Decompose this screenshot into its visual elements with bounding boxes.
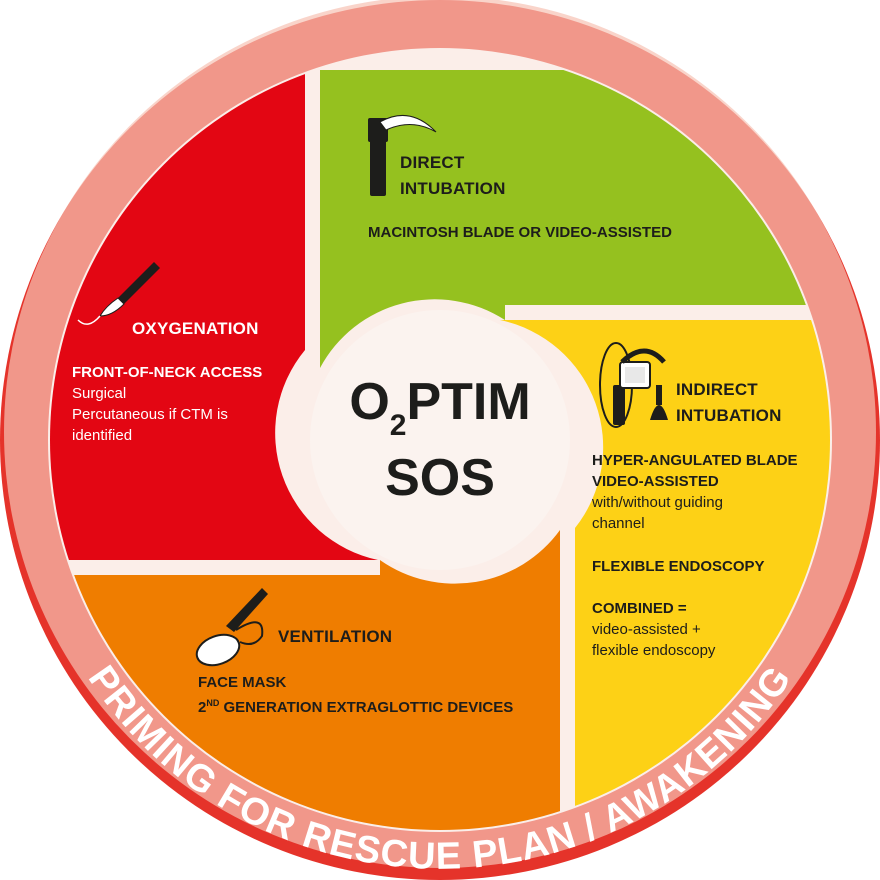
center-ptim: PTIM xyxy=(406,373,531,431)
center-title-line2: SOS xyxy=(385,449,495,507)
extraglottic-prefix: 2 xyxy=(198,699,207,716)
scalpel-icon xyxy=(77,262,160,325)
video-laryngoscope-icon xyxy=(599,342,668,428)
guiding-label-2: channel xyxy=(592,515,645,532)
percut-label-2: identified xyxy=(72,427,133,444)
extraglottic-sup: ND xyxy=(206,698,220,708)
center-subscript: 2 xyxy=(389,409,407,442)
combined-label-1: video-assisted + xyxy=(592,621,701,638)
center-circle xyxy=(310,310,570,570)
direct-body: MACINTOSH BLADE OR VIDEO-ASSISTED xyxy=(368,224,672,241)
center-o: O xyxy=(349,373,390,431)
oxygenation-body: FRONT-OF-NECK ACCESS Surgical Percutaneo… xyxy=(72,362,262,446)
extraglottic-label: 2ND GENERATION EXTRAGLOTTIC DEVICES xyxy=(198,693,513,718)
ventilation-title: VENTILATION xyxy=(278,627,393,646)
direct-title: DIRECT INTUBATION xyxy=(400,150,506,202)
center-title-line1: O2PTIM xyxy=(320,372,560,442)
hyper-label: HYPER-ANGULATED BLADE xyxy=(592,452,798,469)
surgical-label: Surgical xyxy=(72,385,127,402)
fona-label: FRONT-OF-NECK ACCESS xyxy=(72,364,263,381)
direct-title-line2: INTUBATION xyxy=(400,179,506,198)
flex-label: FLEXIBLE ENDOSCOPY xyxy=(592,558,765,575)
guiding-label-1: with/without guiding xyxy=(592,494,723,511)
video-label: VIDEO-ASSISTED xyxy=(592,473,719,490)
combined-label-2: flexible endoscopy xyxy=(592,642,716,659)
face-mask-icon xyxy=(195,588,268,667)
indirect-body: HYPER-ANGULATED BLADE VIDEO-ASSISTED wit… xyxy=(592,450,798,661)
face-mask-label: FACE MASK xyxy=(198,674,287,691)
oxygenation-title: OXYGENATION xyxy=(132,319,259,338)
combined-label: COMBINED = xyxy=(592,600,687,617)
direct-title-line1: DIRECT xyxy=(400,153,465,172)
laryngoscope-icon xyxy=(368,115,437,196)
indirect-title: INDIRECT INTUBATION xyxy=(676,377,782,429)
extraglottic-rest: GENERATION EXTRAGLOTTIC DEVICES xyxy=(219,699,514,716)
indirect-title-line1: INDIRECT xyxy=(676,380,758,399)
percut-label-1: Percutaneous if CTM is xyxy=(72,406,228,423)
indirect-title-line2: INTUBATION xyxy=(676,406,782,425)
ventilation-body: FACE MASK 2ND GENERATION EXTRAGLOTTIC DE… xyxy=(198,672,513,718)
